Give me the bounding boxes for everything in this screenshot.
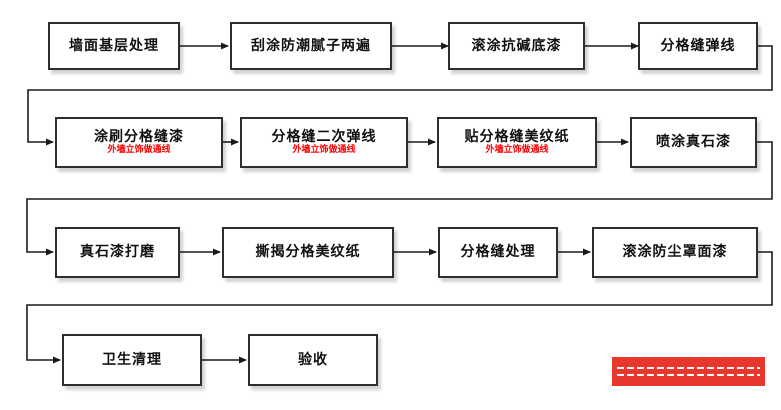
flow-step-dustproof-topcoat: 滚涂防尘罩面漆 xyxy=(592,227,758,278)
flow-step-red-note: 外墙立饰做通线 xyxy=(485,145,549,156)
flow-step-stone-paint-sanding: 真石漆打磨 xyxy=(55,227,180,278)
flow-step-second-snap-line: 分格缝二次弹线 外墙立饰做通线 xyxy=(240,117,408,168)
flow-step-red-note: 外墙立饰做通线 xyxy=(292,145,356,156)
flow-step-label: 刮涂防潮腻子两遍 xyxy=(251,37,371,54)
flow-step-label: 分格缝二次弹线 xyxy=(271,129,377,145)
flow-step-apply-masking-tape: 贴分格缝美纹纸 外墙立饰做通线 xyxy=(437,117,597,168)
flow-step-label: 滚涂防尘罩面漆 xyxy=(622,244,728,261)
flow-step-moisture-putty: 刮涂防潮腻子两遍 xyxy=(230,22,392,70)
flow-step-label: 分格缝处理 xyxy=(460,244,536,261)
watermark-text-line xyxy=(617,374,760,376)
flow-step-alkali-primer: 滚涂抗碱底漆 xyxy=(448,22,585,70)
flow-step-label: 涂刷分格缝漆 xyxy=(94,129,184,145)
watermark-text-line xyxy=(617,367,760,369)
flow-step-cleaning: 卫生清理 xyxy=(62,334,202,386)
flow-step-label: 贴分格缝美纹纸 xyxy=(464,129,570,145)
flow-step-label: 真石漆打磨 xyxy=(80,244,155,261)
flow-step-remove-masking-tape: 撕揭分格美纹纸 xyxy=(222,227,394,278)
flow-step-label: 墙面基层处理 xyxy=(69,37,159,54)
flow-step-grid-joint-treatment: 分格缝处理 xyxy=(438,227,558,278)
flow-step-grid-joint-snap-line: 分格缝弹线 xyxy=(638,22,758,70)
flow-step-spray-stone-paint: 喷涂真石漆 xyxy=(630,117,757,168)
flow-step-label: 撕揭分格美纹纸 xyxy=(255,244,361,261)
flow-step-label: 验收 xyxy=(298,351,328,368)
flow-step-label: 分格缝弹线 xyxy=(660,37,736,54)
flow-step-label: 喷涂真石漆 xyxy=(656,134,731,151)
flow-step-wall-base-treatment: 墙面基层处理 xyxy=(48,22,180,70)
flow-step-red-note: 外墙立饰做通线 xyxy=(107,145,171,156)
flow-step-acceptance: 验收 xyxy=(248,334,378,386)
flow-step-label: 卫生清理 xyxy=(102,351,162,368)
flow-step-grid-joint-paint: 涂刷分格缝漆 外墙立饰做通线 xyxy=(55,117,223,168)
watermark-banner xyxy=(612,357,765,386)
flow-step-label: 滚涂抗碱底漆 xyxy=(471,37,562,54)
